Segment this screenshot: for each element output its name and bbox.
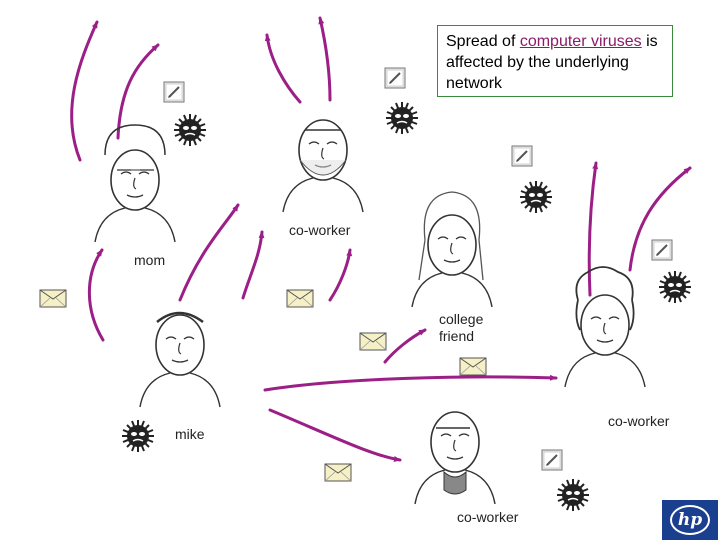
- virus-icon: [173, 113, 207, 147]
- title-prefix: Spread of: [446, 33, 520, 50]
- person-coworker-top: [282, 119, 364, 213]
- virus-icon: [556, 478, 590, 512]
- person-college-friend: [411, 191, 493, 308]
- spread-arrows: [70, 16, 692, 462]
- hp-logo-mark: hp: [670, 505, 710, 535]
- person-mom: [94, 124, 176, 243]
- person-coworker-right: [564, 266, 646, 388]
- document-icon: [384, 67, 406, 89]
- title-highlight[interactable]: computer viruses: [519, 33, 642, 50]
- virus-icon: [658, 270, 692, 304]
- virus-icon: [519, 180, 553, 214]
- title-suffix: is affected by the underlying network: [446, 33, 658, 92]
- label-mike: mike: [175, 426, 205, 442]
- label-coworker-top: co-worker: [289, 222, 351, 238]
- label-mom: mom: [134, 252, 166, 268]
- mail-icon: [39, 289, 67, 308]
- mail-icon: [286, 289, 314, 308]
- label-coworker-right: co-worker: [608, 413, 670, 429]
- virus-icon: [385, 101, 419, 135]
- mail-icon: [459, 357, 487, 376]
- label-college-friend: college friend: [439, 311, 484, 344]
- label-coworker-bottom: co-worker: [457, 509, 519, 525]
- hp-logo: hp: [662, 500, 718, 540]
- document-icon: [511, 145, 533, 167]
- mail-icon: [359, 332, 387, 351]
- document-icon: [541, 449, 563, 471]
- person-coworker-bottom: [414, 411, 496, 505]
- mail-icon: [324, 463, 352, 482]
- document-icon: [163, 81, 185, 103]
- virus-icon: [121, 419, 155, 453]
- document-icon: [651, 239, 673, 261]
- person-mike: [139, 311, 221, 408]
- title-box: Spread of computer viruses is affected b…: [437, 25, 673, 97]
